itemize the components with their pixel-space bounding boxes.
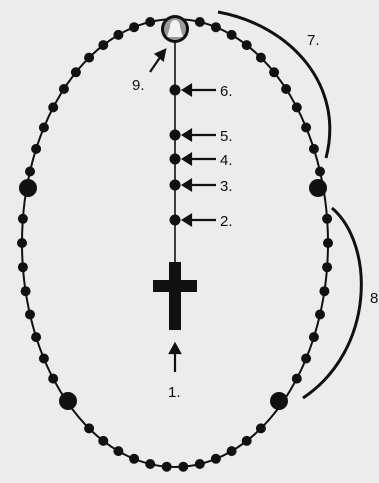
small-bead-8 bbox=[301, 123, 311, 133]
small-bead-27 bbox=[129, 454, 139, 464]
small-bead-16 bbox=[309, 332, 319, 342]
small-bead-18 bbox=[292, 374, 302, 384]
small-bead-38 bbox=[18, 214, 28, 224]
large-bead-bottom-right bbox=[270, 392, 288, 410]
small-bead-37 bbox=[17, 238, 27, 248]
small-bead-15 bbox=[315, 310, 325, 320]
small-bead-3 bbox=[242, 40, 252, 50]
label-2: 2. bbox=[220, 213, 233, 230]
centerpiece-medal-icon bbox=[161, 15, 189, 43]
large-bead-left bbox=[19, 179, 37, 197]
small-bead-7 bbox=[292, 102, 302, 112]
arrow-6 bbox=[183, 85, 216, 95]
small-bead-45 bbox=[84, 53, 94, 63]
small-bead-47 bbox=[113, 30, 123, 40]
small-bead-41 bbox=[39, 123, 49, 133]
label-1: 1. bbox=[168, 384, 181, 401]
small-bead-43 bbox=[59, 84, 69, 94]
large-bead-right bbox=[309, 179, 327, 197]
arrow-9 bbox=[150, 50, 165, 72]
small-bead-49 bbox=[145, 17, 155, 27]
small-bead-30 bbox=[84, 423, 94, 433]
small-bead-39 bbox=[25, 167, 35, 177]
small-bead-17 bbox=[301, 354, 311, 364]
label-7: 7. bbox=[307, 32, 320, 49]
small-bead-34 bbox=[25, 310, 35, 320]
small-bead-21 bbox=[227, 446, 237, 456]
arrow-3 bbox=[183, 180, 216, 190]
small-bead-13 bbox=[322, 262, 332, 272]
small-bead-24 bbox=[178, 462, 188, 472]
arrow-2 bbox=[183, 215, 216, 225]
small-bead-12 bbox=[323, 238, 333, 248]
small-bead-26 bbox=[145, 459, 155, 469]
small-bead-22 bbox=[211, 454, 221, 464]
small-bead-48 bbox=[129, 22, 139, 32]
large-bead-bottom-left bbox=[59, 392, 77, 410]
small-bead-25 bbox=[162, 462, 172, 472]
label-6: 6. bbox=[220, 83, 233, 100]
small-bead-1 bbox=[211, 22, 221, 32]
small-bead-36 bbox=[18, 262, 28, 272]
small-bead-4 bbox=[256, 53, 266, 63]
small-bead-23 bbox=[195, 459, 205, 469]
pendant-bead-2 bbox=[170, 215, 181, 226]
small-bead-28 bbox=[113, 446, 123, 456]
label-3: 3. bbox=[220, 178, 233, 195]
label-5: 5. bbox=[220, 128, 233, 145]
small-bead-29 bbox=[98, 436, 108, 446]
small-bead-19 bbox=[256, 423, 266, 433]
small-bead-33 bbox=[31, 332, 41, 342]
arrow-4 bbox=[183, 154, 216, 164]
arrow-1 bbox=[170, 344, 180, 372]
small-bead-46 bbox=[98, 40, 108, 50]
small-bead-42 bbox=[48, 102, 58, 112]
small-bead-10 bbox=[315, 167, 325, 177]
pendant-bead-6 bbox=[170, 85, 181, 96]
pendant-bead-5 bbox=[170, 130, 181, 141]
label-9: 9. bbox=[132, 77, 145, 94]
crucifix-icon bbox=[153, 262, 197, 330]
label-8: 8 bbox=[370, 290, 378, 307]
bracket-8 bbox=[303, 208, 361, 398]
arrow-5 bbox=[183, 130, 216, 140]
small-bead-40 bbox=[31, 144, 41, 154]
small-bead-35 bbox=[21, 286, 31, 296]
small-bead-11 bbox=[322, 214, 332, 224]
small-bead-6 bbox=[281, 84, 291, 94]
small-bead-32 bbox=[39, 354, 49, 364]
small-bead-0 bbox=[195, 17, 205, 27]
label-4: 4. bbox=[220, 152, 233, 169]
arrows bbox=[150, 50, 216, 372]
small-bead-31 bbox=[48, 374, 58, 384]
small-bead-20 bbox=[242, 436, 252, 446]
small-bead-44 bbox=[71, 67, 81, 77]
small-bead-14 bbox=[319, 286, 329, 296]
small-bead-2 bbox=[227, 30, 237, 40]
pendant-bead-3 bbox=[170, 180, 181, 191]
pendant-bead-4 bbox=[170, 154, 181, 165]
small-bead-9 bbox=[309, 144, 319, 154]
small-bead-5 bbox=[269, 67, 279, 77]
